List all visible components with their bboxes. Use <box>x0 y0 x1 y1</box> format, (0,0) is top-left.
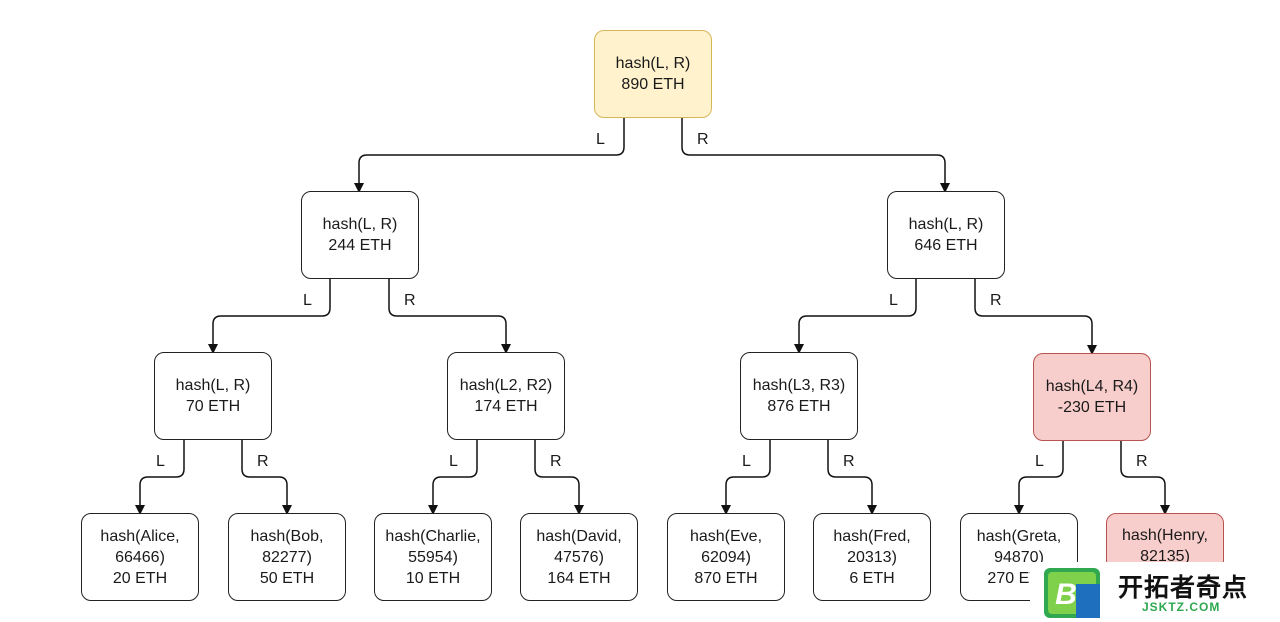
root-balance-label: 890 ETH <box>621 76 685 93</box>
level1-left-node: hash(L, R) 244 ETH <box>301 191 419 279</box>
edge-l2b-right <box>534 440 584 515</box>
edge-label-l2b-left: L <box>449 453 458 470</box>
leaf-hash-line1: hash(Eve, <box>689 527 763 545</box>
leaf-balance: 20 ETH <box>112 569 168 587</box>
node-hash-label: hash(L2, R2) <box>459 377 553 394</box>
edge-label-l2c-right: R <box>843 453 855 470</box>
edge-l1a-left <box>208 279 331 354</box>
node-hash-label: hash(L3, R3) <box>752 377 846 394</box>
node-balance-label: 876 ETH <box>767 398 831 415</box>
node-balance-label: 244 ETH <box>328 237 392 254</box>
edge-l2d-right <box>1120 441 1170 515</box>
leaf-hash-line1: hash(Charlie, <box>385 527 481 545</box>
node-hash-label: hash(L, R) <box>908 216 984 233</box>
leaf-balance: 50 ETH <box>259 569 315 587</box>
leaf-balance: 164 ETH <box>547 569 611 587</box>
edge-l2d-left <box>1014 441 1064 515</box>
leaf-node-fred: hash(Fred, 20313) 6 ETH <box>813 513 931 601</box>
watermark-title: 开拓者奇点 <box>1118 574 1249 602</box>
watermark-subtitle: JSKTZ.COM <box>1142 600 1221 614</box>
leaf-hash-line2: 47576) <box>554 548 604 566</box>
watermark-logo-letter: B <box>1055 578 1077 611</box>
edge-l2a-right <box>241 440 292 515</box>
node-balance-label: -230 ETH <box>1057 399 1127 416</box>
edge-root-right <box>681 118 950 193</box>
edge-l1b-left <box>794 279 917 354</box>
node-balance-label: 174 ETH <box>474 398 538 415</box>
edge-l2b-left <box>428 440 478 515</box>
leaf-hash-line2: 94870) <box>994 548 1044 566</box>
edge-label-l2d-right: R <box>1136 453 1148 470</box>
edge-l2a-left <box>135 440 185 515</box>
leaf-node-alice: hash(Alice, 66466) 20 ETH <box>81 513 199 601</box>
node-balance-label: 646 ETH <box>914 237 978 254</box>
node-hash-label: hash(L, R) <box>175 377 251 394</box>
edge-label-l1a-left: L <box>303 292 312 309</box>
level2-node-2: hash(L2, R2) 174 ETH <box>447 352 565 440</box>
leaf-hash-line1: hash(Greta, <box>976 527 1062 545</box>
leaf-hash-line1: hash(David, <box>536 527 622 545</box>
leaf-hash-line1: hash(Henry, <box>1122 527 1208 544</box>
edge-l1b-right <box>974 279 1097 355</box>
level2-node-1: hash(L, R) 70 ETH <box>154 352 272 440</box>
leaf-hash-line1: hash(Bob, <box>250 527 324 545</box>
leaf-hash-line2: 20313) <box>847 548 897 566</box>
level2-node-3: hash(L3, R3) 876 ETH <box>740 352 858 440</box>
edge-l2c-right <box>827 440 877 515</box>
edge-l2c-left <box>721 440 771 515</box>
leaf-balance: 6 ETH <box>849 569 895 587</box>
leaf-hash-line1: hash(Fred, <box>833 527 911 545</box>
edge-label-l2a-left: L <box>156 453 165 470</box>
leaf-hash-line2: 82135) <box>1140 548 1190 565</box>
level2-node-4-highlighted: hash(L4, R4) -230 ETH <box>1033 353 1151 441</box>
edge-label-root-left: L <box>596 131 605 148</box>
leaf-balance: 870 ETH <box>694 569 758 587</box>
leaf-hash-line1: hash(Alice, <box>100 527 180 545</box>
watermark-logo-icon: B <box>1044 568 1100 618</box>
leaf-node-charlie: hash(Charlie, 55954) 10 ETH <box>374 513 492 601</box>
leaf-hash-line2: 82277) <box>262 548 312 566</box>
leaf-node-bob: hash(Bob, 82277) 50 ETH <box>228 513 346 601</box>
level1-right-node: hash(L, R) 646 ETH <box>887 191 1005 279</box>
edge-label-root-right: R <box>697 131 709 148</box>
edge-root-left <box>354 118 625 193</box>
node-balance-label: 70 ETH <box>185 398 241 415</box>
leaf-hash-line2: 55954) <box>408 548 458 566</box>
leaf-balance: 10 ETH <box>405 569 461 587</box>
edge-label-l2d-left: L <box>1035 453 1044 470</box>
root-hash-label: hash(L, R) <box>615 55 691 72</box>
edge-label-l2b-right: R <box>550 453 562 470</box>
leaf-node-david: hash(David, 47576) 164 ETH <box>520 513 638 601</box>
node-hash-label: hash(L4, R4) <box>1045 378 1139 395</box>
edge-label-l1b-left: L <box>889 292 898 309</box>
edge-label-l1a-right: R <box>404 292 416 309</box>
root-node: hash(L, R) 890 ETH <box>594 30 712 118</box>
edge-label-l2c-left: L <box>742 453 751 470</box>
leaf-hash-line2: 66466) <box>115 548 165 566</box>
site-watermark: B 开拓者奇点 JSKTZ.COM <box>1030 562 1280 622</box>
edge-label-l2a-right: R <box>257 453 269 470</box>
leaf-node-eve: hash(Eve, 62094) 870 ETH <box>667 513 785 601</box>
node-hash-label: hash(L, R) <box>322 216 398 233</box>
edge-label-l1b-right: R <box>990 292 1002 309</box>
leaf-hash-line2: 62094) <box>701 548 751 566</box>
edge-l1a-right <box>388 279 511 354</box>
